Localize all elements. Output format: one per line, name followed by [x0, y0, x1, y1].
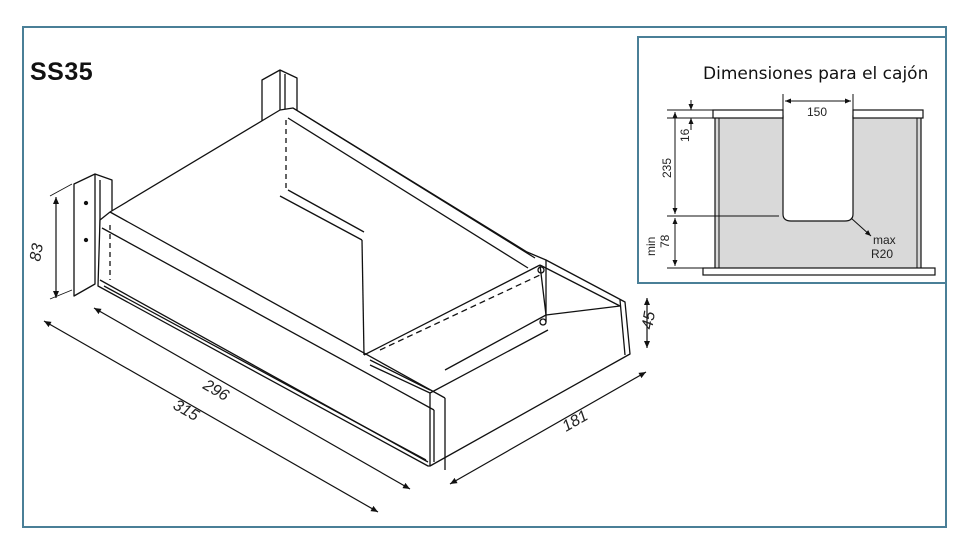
radius-label-r20: R20	[871, 247, 893, 261]
inset-title: Dimensiones para el cajón	[703, 64, 929, 84]
left-bracket	[73, 173, 96, 297]
dim-slot-width: 150	[807, 105, 827, 119]
dim-height-83: 83	[27, 242, 47, 263]
dim-min-value: 78	[658, 234, 672, 248]
dim-top-offset: 16	[678, 128, 692, 142]
dim-length-296: 296	[199, 376, 232, 405]
model-title: SS35	[30, 58, 94, 86]
dim-length-315: 315	[170, 397, 202, 425]
radius-label-max: max	[873, 233, 896, 247]
drawer-cutout-drawing: 150 16 235 min 78 max R20	[644, 94, 936, 276]
dim-min-label: min	[644, 237, 658, 256]
dim-side-45: 45	[639, 310, 659, 331]
dim-width-181: 181	[560, 407, 592, 435]
dim-depth: 235	[660, 158, 674, 178]
drawer-cutout-inset: Dimensiones para el cajón	[637, 36, 947, 284]
